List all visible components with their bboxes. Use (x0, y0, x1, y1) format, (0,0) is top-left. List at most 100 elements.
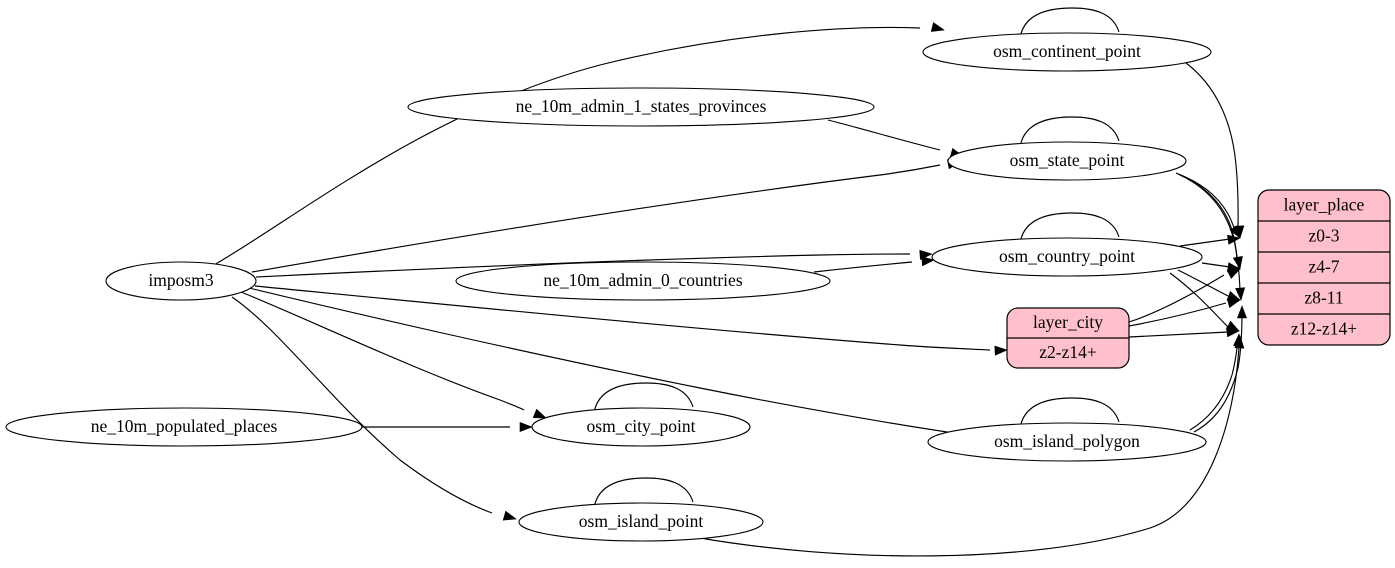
edge-path (1019, 116, 1120, 148)
record-row-label-layer_place_z0_3[interactable]: z0-3 (1308, 226, 1339, 246)
edge-path (699, 347, 1240, 557)
node-ne_places[interactable]: ne_10m_populated_places (5, 407, 363, 447)
record-node-layer_place[interactable]: layer_place z0-3 z4-7 z8-11 z12-z14+ (1257, 189, 1391, 346)
record-box[interactable] (1257, 189, 1391, 346)
node-osm_island_point[interactable]: osm_island_point (518, 502, 764, 542)
edge-path (1185, 62, 1239, 233)
edge-path (1128, 302, 1227, 327)
record-row-label-layer_place_z8_11[interactable]: z8-11 (1304, 288, 1343, 308)
node-osm_city_point[interactable]: osm_city_point (531, 407, 751, 447)
node-label: ne_10m_admin_1_states_provinces (516, 96, 767, 116)
edge-path (251, 164, 941, 273)
node-label: osm_country_point (999, 246, 1135, 266)
edge-ne_states-to-osm_state_point (827, 119, 964, 158)
record-nodes-layer: layer_place z0-3 z4-7 z8-11 z12-z14+ layer_ci… (1006, 189, 1391, 369)
edge-path (827, 119, 941, 151)
edge-layer_city-to-layer_place_z8_11 (1128, 298, 1241, 327)
edge-path (240, 291, 525, 411)
node-shape[interactable] (407, 87, 875, 127)
edge-arrowhead (1236, 305, 1248, 319)
edge-path (1175, 172, 1237, 234)
edge-osm_country_point-to-layer_place_z0_3 (1179, 234, 1241, 247)
node-label: ne_10m_admin_0_countries (543, 270, 742, 290)
edge-path (254, 285, 991, 351)
node-ne_states[interactable]: ne_10m_admin_1_states_provinces (407, 87, 875, 127)
edge-osm_island_polygon-to-layer_place_z8_11 (1193, 305, 1248, 433)
edge-ne_places-to-osm_city_point (362, 421, 533, 433)
node-shape[interactable] (455, 261, 831, 301)
node-shape[interactable] (931, 237, 1203, 277)
edge-path (1169, 272, 1229, 328)
node-shape[interactable] (922, 32, 1212, 72)
node-shape[interactable] (105, 261, 257, 301)
nodes-layer: imposm3 ne_10m_admin_1_states_provincesne… (5, 32, 1212, 542)
edge-arrowhead (532, 408, 547, 419)
edge-path (1189, 339, 1239, 431)
edge-arrowhead (1229, 224, 1241, 239)
node-osm_continent_point[interactable]: osm_continent_point (922, 32, 1212, 72)
record-row-label-layer_city_header: layer_city (1033, 312, 1103, 332)
edge-path (813, 261, 913, 273)
edge-path (248, 287, 961, 435)
edge-arrowhead (502, 510, 517, 521)
edge-osm_continent_point-to-layer_place_z0_3 (1185, 62, 1245, 239)
edge-path (1177, 269, 1231, 298)
node-label: imposm3 (148, 270, 213, 290)
edge-layer_city-to-layer_place_z4_7 (1128, 268, 1241, 323)
edge-arrowhead (1226, 298, 1241, 309)
edge-layer_city-to-layer_place_z12_z14 (1128, 327, 1240, 338)
record-row-label-layer_place_z12_z14[interactable]: z12-z14+ (1291, 319, 1357, 339)
edge-path (1201, 262, 1231, 268)
node-shape[interactable] (5, 407, 363, 447)
node-ne_countries[interactable]: ne_10m_admin_0_countries (455, 261, 831, 301)
edge-arrowhead (519, 421, 533, 433)
node-label: osm_continent_point (993, 41, 1141, 61)
edge-path (593, 382, 694, 414)
node-shape[interactable] (531, 407, 751, 447)
edge-arrowhead (921, 256, 935, 267)
edge-arrowhead (994, 345, 1008, 356)
edge-path (1019, 7, 1120, 39)
node-label: osm_state_point (1010, 150, 1125, 170)
edge-imposm3-to-osm_island_point (231, 296, 517, 521)
record-row-label-layer_place_header: layer_place (1284, 195, 1365, 215)
edge-path (255, 253, 911, 278)
edge-imposm3-to-layer_city (254, 285, 1008, 356)
edge-imposm3-to-osm_city_point (240, 291, 547, 419)
edges-layer (213, 7, 1248, 557)
record-row-label-layer_city_z2_z14[interactable]: z2-z14+ (1039, 342, 1097, 362)
node-osm_island_polygon[interactable]: osm_island_polygon (927, 422, 1207, 462)
edge-path (593, 477, 694, 509)
edge-path (1128, 331, 1229, 338)
node-label: ne_10m_populated_places (91, 416, 278, 436)
edge-osm_island_point-to-layer_place_z12_z14 (699, 335, 1245, 557)
edge-path (1128, 274, 1225, 323)
node-shape[interactable] (518, 502, 764, 542)
edge-arrowhead (1226, 268, 1241, 279)
edge-imposm3-to-osm_continent_point (213, 22, 945, 266)
edge-path (1019, 397, 1120, 429)
node-label: osm_island_point (579, 511, 704, 531)
edge-arrowhead (930, 22, 945, 32)
edge-arrowhead (1226, 327, 1240, 338)
edge-arrowhead (1234, 335, 1245, 349)
node-imposm3[interactable]: imposm3 (105, 261, 257, 301)
edge-path (1179, 238, 1231, 247)
node-osm_country_point[interactable]: osm_country_point (931, 237, 1203, 277)
edge-ne_countries-to-osm_country_point (813, 256, 935, 273)
edge-arrowhead (1235, 287, 1246, 301)
edge-osm_state_point-to-layer_place_z0_3 (1175, 172, 1241, 239)
edge-path (1179, 174, 1241, 297)
node-shape[interactable] (947, 141, 1187, 181)
record-node-layer_city[interactable]: layer_city z2-z14+ (1006, 307, 1130, 369)
edge-path (231, 296, 493, 514)
record-row-label-layer_place_z4_7[interactable]: z4-7 (1308, 257, 1339, 277)
edge-path (213, 26, 921, 266)
edge-osm_state_point-to-layer_place_z8_11 (1179, 174, 1246, 301)
node-label: osm_island_polygon (994, 431, 1140, 451)
edge-path (1193, 311, 1243, 433)
node-shape[interactable] (927, 422, 1207, 462)
node-osm_state_point[interactable]: osm_state_point (947, 141, 1187, 181)
